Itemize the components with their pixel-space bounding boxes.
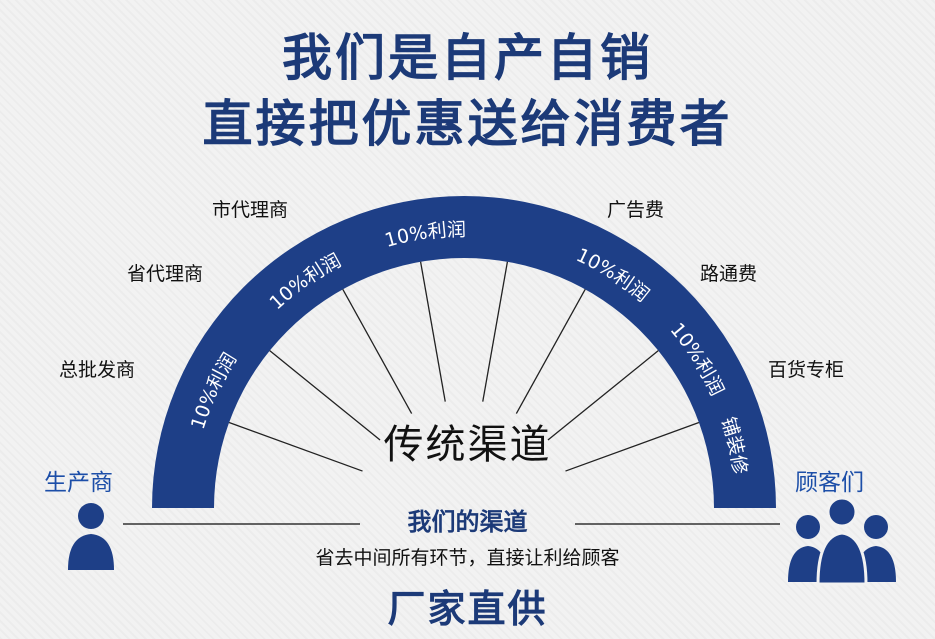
outer-label-dept-store-counter: 百货专柜 bbox=[768, 359, 845, 381]
arch-spoke bbox=[482, 261, 509, 402]
customers-icon bbox=[788, 496, 896, 586]
arch-spoke bbox=[565, 421, 700, 472]
producer-label: 生产商 bbox=[44, 470, 113, 496]
outer-label-city-agent: 市代理商 bbox=[212, 199, 289, 221]
arch-spoke bbox=[228, 421, 363, 472]
traditional-channel-label: 传统渠道 bbox=[383, 422, 552, 468]
outer-label-wholesaler: 总批发商 bbox=[59, 359, 136, 381]
arch-spoke bbox=[547, 350, 659, 441]
customers-label: 顾客们 bbox=[795, 470, 864, 496]
arch-spoke bbox=[342, 289, 413, 414]
our-channel-subtitle: 省去中间所有环节，直接让利给顾客 bbox=[315, 547, 620, 569]
outer-label-provincial-agent: 省代理商 bbox=[127, 263, 204, 285]
arch-spoke bbox=[515, 289, 586, 414]
arch-spoke bbox=[419, 261, 446, 402]
headline-line-2: 直接把优惠送给消费者 bbox=[202, 95, 733, 153]
outer-label-road-fee: 路通费 bbox=[700, 263, 758, 285]
outer-label-advertising: 广告费 bbox=[607, 199, 665, 221]
arch-spoke bbox=[269, 350, 381, 441]
producer-icon bbox=[68, 503, 114, 570]
factory-direct-label: 厂家直供 bbox=[387, 587, 548, 631]
arch-band bbox=[152, 196, 776, 508]
headline-line-1: 我们是自产自销 bbox=[282, 29, 653, 87]
our-channel-title: 我们的渠道 bbox=[407, 508, 528, 536]
